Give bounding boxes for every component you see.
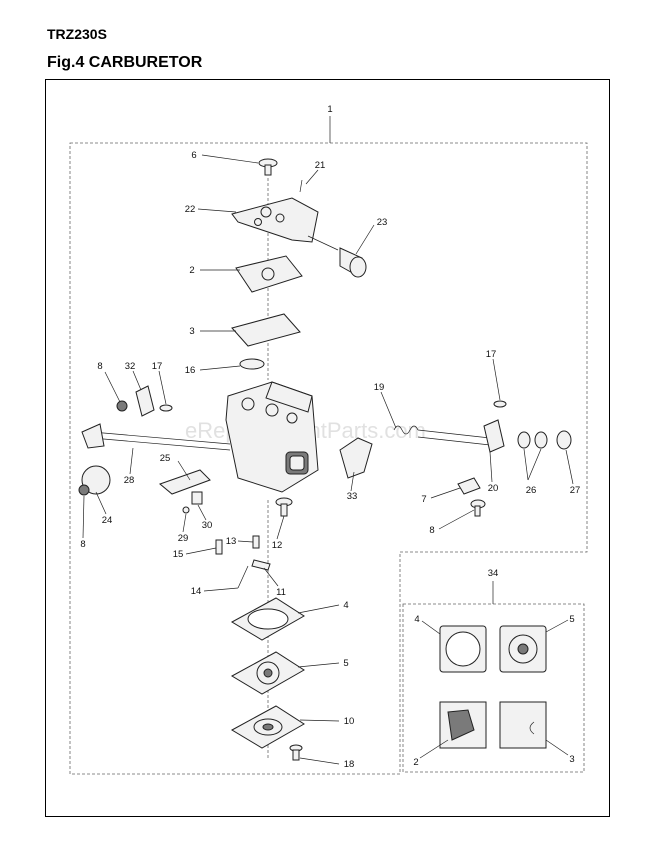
callout-33: 33 (347, 491, 358, 502)
part-20-shaft (417, 419, 505, 453)
callout-17-left: 17 (152, 361, 163, 372)
kit-part-5-diaphragm (499, 625, 547, 673)
callout-13: 13 (226, 536, 237, 547)
part-19-spring (393, 425, 419, 435)
callout-21: 21 (315, 160, 326, 171)
figure-title: Fig.4 CARBURETOR (47, 54, 203, 71)
kit-part-4-gasket (439, 625, 487, 673)
diagram-frame (45, 79, 610, 817)
part-27-plug (556, 430, 572, 450)
part-25-plate (159, 469, 211, 495)
callout-8-top: 8 (97, 361, 102, 372)
callout-27: 27 (570, 485, 581, 496)
part-10-cover (230, 705, 305, 749)
callout-19: 19 (374, 382, 385, 393)
callout-11: 11 (276, 587, 286, 598)
callout-17-right: 17 (486, 349, 497, 360)
callout-22: 22 (185, 204, 196, 215)
part-13-spring (252, 535, 260, 549)
callout-24: 24 (102, 515, 113, 526)
part-4-gasket (230, 597, 305, 641)
callout-3: 3 (189, 326, 194, 337)
callout-15: 15 (173, 549, 184, 560)
part-17-clip-right (493, 400, 507, 408)
callout-20: 20 (488, 483, 499, 494)
part-28-shaft (81, 423, 231, 451)
callout-23: 23 (377, 217, 388, 228)
part-5-diaphragm (230, 651, 305, 695)
part-23-primer (307, 235, 367, 278)
part-24-lever (78, 465, 111, 496)
part-17-clip-left (159, 404, 173, 412)
part-26-washer-a (517, 431, 531, 449)
part-29-ball (182, 506, 190, 514)
kit-part-2-gasket (439, 701, 487, 749)
part-18-screw (289, 744, 303, 761)
callout-5: 5 (343, 658, 348, 669)
callout-16: 16 (185, 365, 196, 376)
part-11-lever (251, 559, 271, 571)
part-14-pin (237, 565, 249, 589)
callout-30: 30 (202, 520, 213, 531)
callout-32: 32 (125, 361, 136, 372)
part-26-washer-b (534, 431, 548, 449)
callout-10: 10 (344, 716, 355, 727)
part-7-plate (457, 477, 481, 495)
kit-34-boundary (402, 603, 585, 773)
callout-7: 7 (421, 494, 426, 505)
part-8-screw-right (470, 499, 486, 517)
part-3-diaphragm (231, 313, 301, 347)
callout-12: 12 (272, 540, 283, 551)
callout-6: 6 (191, 150, 196, 161)
part-15-needle (215, 539, 223, 555)
callout-25: 25 (160, 453, 171, 464)
callout-14: 14 (191, 586, 202, 597)
part-16-ring (239, 358, 265, 370)
callout-18: 18 (344, 759, 355, 770)
callout-1: 1 (327, 104, 332, 115)
callout-2: 2 (189, 265, 194, 276)
part-6-screw (258, 158, 278, 176)
kit-callout-2: 2 (413, 757, 418, 768)
model-number: TRZ230S (47, 26, 107, 42)
part-21-pin (299, 179, 303, 193)
callout-26: 26 (526, 485, 537, 496)
part-8-nut-left (116, 400, 128, 412)
callout-8-right: 8 (429, 525, 434, 536)
callout-28: 28 (124, 475, 135, 486)
callout-8-bottom: 8 (80, 539, 85, 550)
kit-part-3-diaphragm (499, 701, 547, 749)
assembly-1-boundary (69, 142, 588, 775)
kit-callout-5: 5 (569, 614, 574, 625)
part-33-knob (339, 437, 373, 479)
callout-4: 4 (343, 600, 348, 611)
callout-34: 34 (488, 568, 499, 579)
part-22-cover (231, 197, 319, 243)
part-12-screw (275, 497, 293, 517)
kit-callout-4: 4 (414, 614, 419, 625)
carburetor-body (225, 381, 319, 493)
part-30-spring (191, 491, 203, 505)
kit-callout-3: 3 (569, 754, 574, 765)
callout-29: 29 (178, 533, 189, 544)
part-32-bracket (135, 385, 155, 417)
